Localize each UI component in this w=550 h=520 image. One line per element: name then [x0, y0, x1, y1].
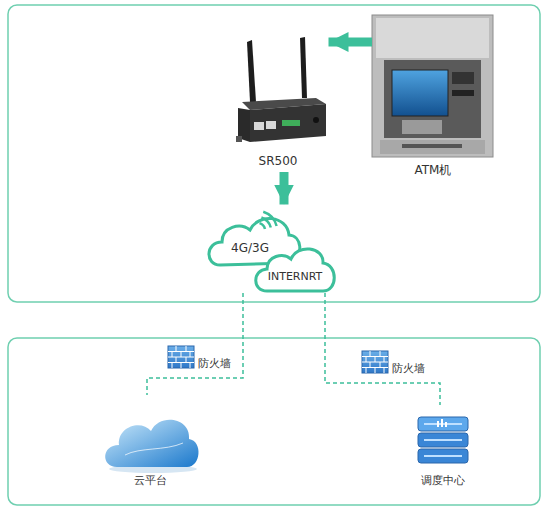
flow-arrow: [280, 172, 289, 205]
router-device: SR500: [228, 32, 328, 172]
node-label: SR500: [228, 154, 328, 168]
firewall-icon: [168, 346, 194, 368]
cloud-platform: 云平台: [95, 395, 205, 490]
router-illustration: [236, 136, 242, 142]
firewall-icon: [362, 351, 388, 373]
server-icon: [424, 455, 462, 457]
atm-illustration: [372, 15, 493, 157]
atm-illustration: [452, 90, 474, 96]
atm-illustration: [384, 60, 481, 138]
atm-illustration: [452, 72, 474, 84]
router-illustration: [254, 122, 264, 130]
atm-illustration: [376, 18, 489, 58]
server-icon: [418, 433, 468, 447]
atm-illustration: [402, 120, 442, 134]
internet-cloud: 4G/3G INTERNRT: [205, 205, 337, 293]
top-panel: [8, 5, 540, 302]
firewall-icon: [362, 351, 388, 373]
node-label: 调度中心: [400, 474, 485, 488]
server-icon: [418, 449, 468, 463]
atm-illustration: [380, 140, 485, 154]
firewall-icon: [362, 351, 388, 373]
node-label: ATM机: [372, 163, 494, 177]
server-icon: [418, 417, 468, 431]
dashed-link: [325, 293, 440, 405]
router-device-art: [228, 32, 328, 172]
firewall-icon: [168, 346, 194, 368]
router-illustration: [247, 40, 256, 102]
firewall-icon: [168, 346, 194, 368]
wifi-arc: [261, 216, 272, 228]
atm-illustration: [392, 70, 448, 116]
router-illustration: [236, 37, 326, 142]
firewall-label: 防火墙: [392, 362, 442, 375]
dashed-link: [147, 293, 243, 395]
atm-machine-art: [372, 12, 494, 178]
bottom-panel: [8, 338, 540, 505]
flow-arrow: [329, 38, 373, 47]
server-icon: [438, 419, 446, 427]
cloud-icon: [105, 420, 198, 467]
atm-machine: ATM机: [372, 12, 494, 178]
server-icon: [418, 417, 468, 463]
node-label: INTERNRT: [261, 270, 329, 284]
node-label: 云平台: [95, 474, 205, 488]
router-illustration: [250, 104, 326, 142]
wifi-arc: [259, 222, 266, 229]
router-illustration: [266, 121, 276, 129]
firewall-label: 防火墙: [198, 357, 248, 370]
cloud-icon: [105, 420, 198, 473]
node-label: 4G/3G: [219, 241, 281, 255]
cloud-outline: [256, 249, 335, 291]
router-illustration: [313, 117, 319, 123]
cloud-outline: [209, 211, 334, 291]
atm-illustration: [372, 15, 493, 157]
cloud-icon: [125, 443, 183, 455]
dispatch-center: 调度中心: [400, 405, 485, 490]
wifi-arc: [263, 211, 278, 227]
router-illustration: [282, 120, 300, 126]
router-illustration: [300, 37, 307, 98]
atm-illustration: [402, 144, 462, 148]
server-icon: [424, 439, 462, 441]
